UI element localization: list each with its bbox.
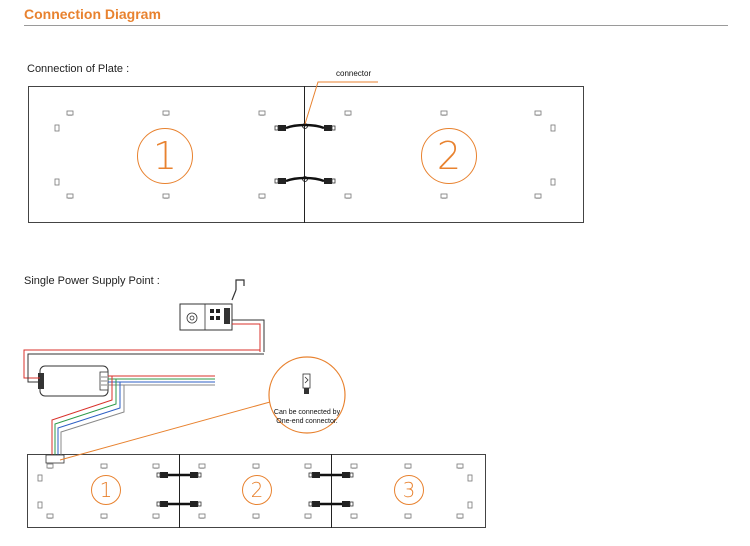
plate-number-b3: 3 xyxy=(394,475,424,505)
title-rule xyxy=(24,25,728,26)
callout-text-line-2: One-end connector. xyxy=(276,418,338,425)
plate-number-b1: 1 xyxy=(91,475,121,505)
connector-cables-top xyxy=(274,123,336,185)
single-power-supply-label: Single Power Supply Point : xyxy=(24,275,160,287)
power-supply-unit xyxy=(179,279,245,331)
plate-number-1: 1 xyxy=(137,128,193,184)
plate-assembly-top xyxy=(28,86,584,223)
power-wires xyxy=(23,319,265,383)
signal-wires xyxy=(45,375,215,464)
callout-text-line-1: Can be connected by xyxy=(273,409,341,416)
mounting-tabs-bottom xyxy=(37,463,473,519)
plate-number-2: 2 xyxy=(421,128,477,184)
section-title: Connection Diagram xyxy=(24,6,161,22)
controller-unit xyxy=(38,365,109,397)
plate-joint-bottom-1 xyxy=(179,454,180,528)
connector-cables-bottom xyxy=(156,471,354,508)
connection-of-plate-label: Connection of Plate : xyxy=(27,63,130,75)
plate-joint-bottom-2 xyxy=(331,454,332,528)
connector-leader xyxy=(304,81,378,125)
plate-joint-top xyxy=(304,86,305,223)
plate-number-b2: 2 xyxy=(242,475,272,505)
callout-bubble xyxy=(59,356,346,461)
connector-label: connector xyxy=(336,69,372,78)
